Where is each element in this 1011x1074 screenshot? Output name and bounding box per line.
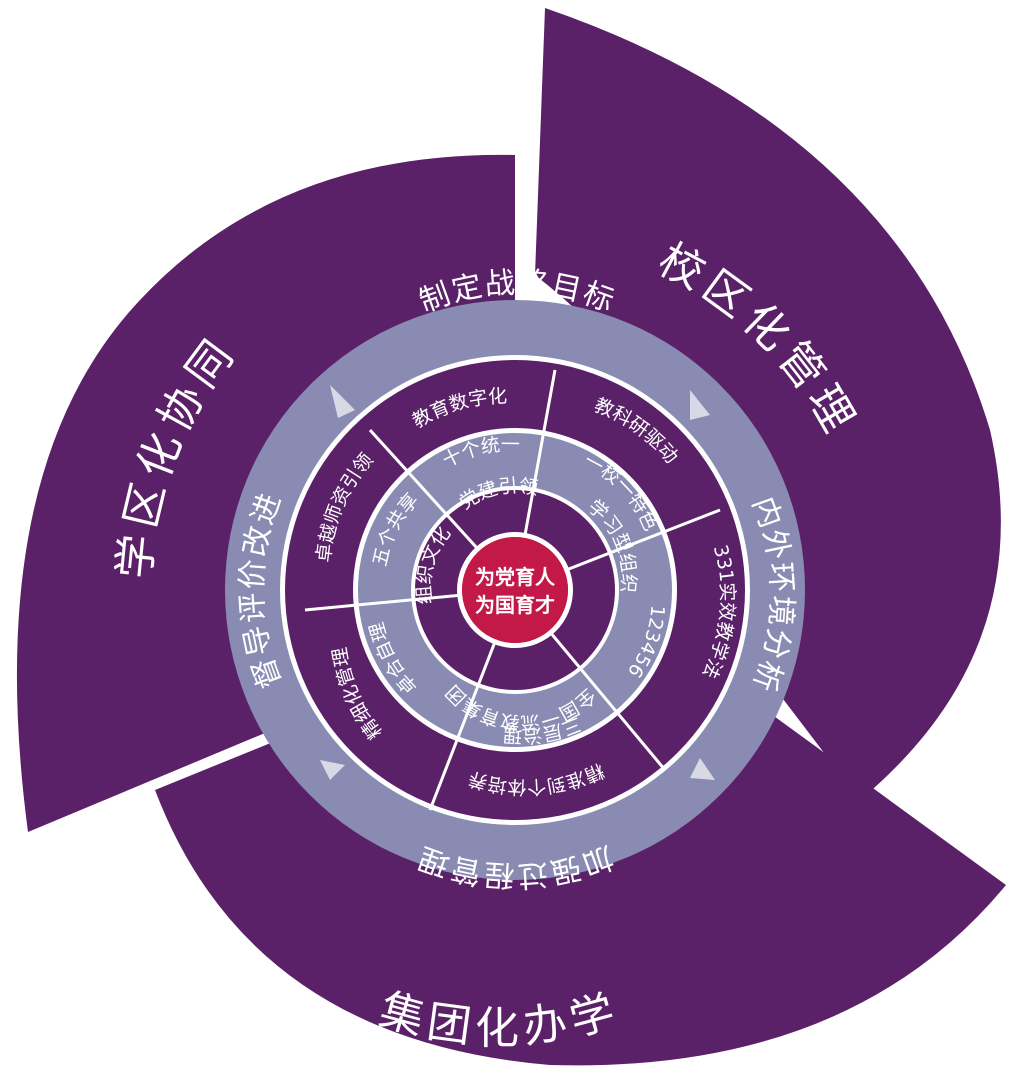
center-line-2: 为国育才 <box>475 593 555 617</box>
process-arrows <box>320 385 715 780</box>
outer-sector-top-right <box>535 8 1001 800</box>
arrow-top-right <box>690 390 710 420</box>
arrow-bottom-right <box>690 758 715 780</box>
center-core-overlay <box>462 537 568 643</box>
center-line-1: 为党育人 <box>475 565 556 589</box>
arrow-bottom-left <box>320 760 345 780</box>
arrow-top-left <box>330 385 355 418</box>
